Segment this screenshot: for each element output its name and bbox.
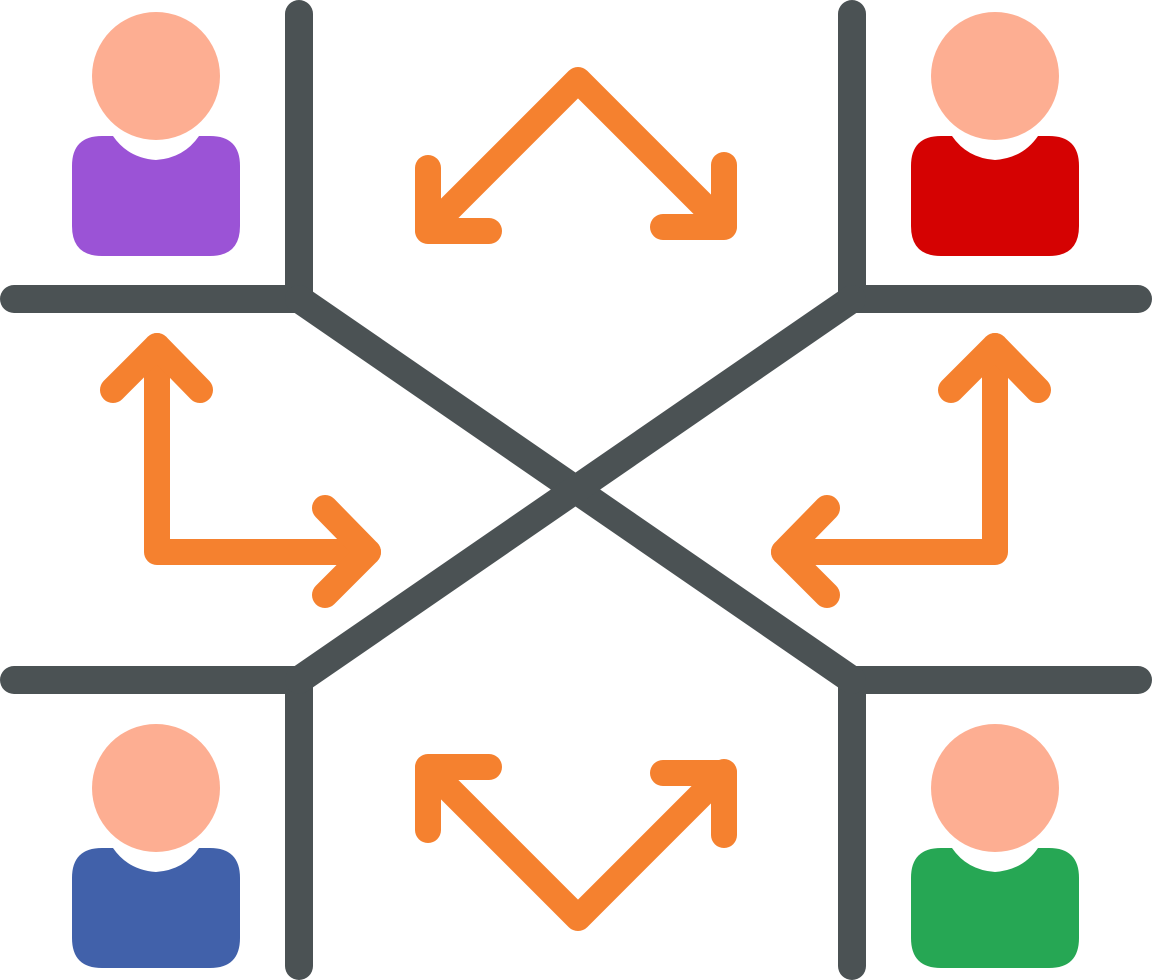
person-top-right: [911, 12, 1079, 256]
double-arrow-caret-down-icon: [415, 754, 737, 931]
person-body: [911, 848, 1079, 968]
divider-top-right: [838, 0, 1152, 313]
double-arrow-corner-right-icon: [771, 333, 1051, 608]
divider-bottom-left: [0, 666, 313, 980]
person-head: [92, 724, 220, 852]
person-head: [931, 724, 1059, 852]
person-bottom-right: [911, 724, 1079, 968]
divider-diagonal-up: [285, 285, 866, 694]
divider-top-left: [0, 0, 313, 313]
double-arrow-caret-up-icon: [415, 67, 737, 244]
double-arrow-corner-left-icon: [100, 333, 381, 608]
person-head: [92, 12, 220, 140]
person-head: [931, 12, 1059, 140]
divider-bottom-right: [838, 666, 1152, 980]
person-body: [72, 848, 240, 968]
person-body: [72, 136, 240, 256]
person-top-left: [72, 12, 240, 256]
person-bottom-left: [72, 724, 240, 968]
person-body: [911, 136, 1079, 256]
